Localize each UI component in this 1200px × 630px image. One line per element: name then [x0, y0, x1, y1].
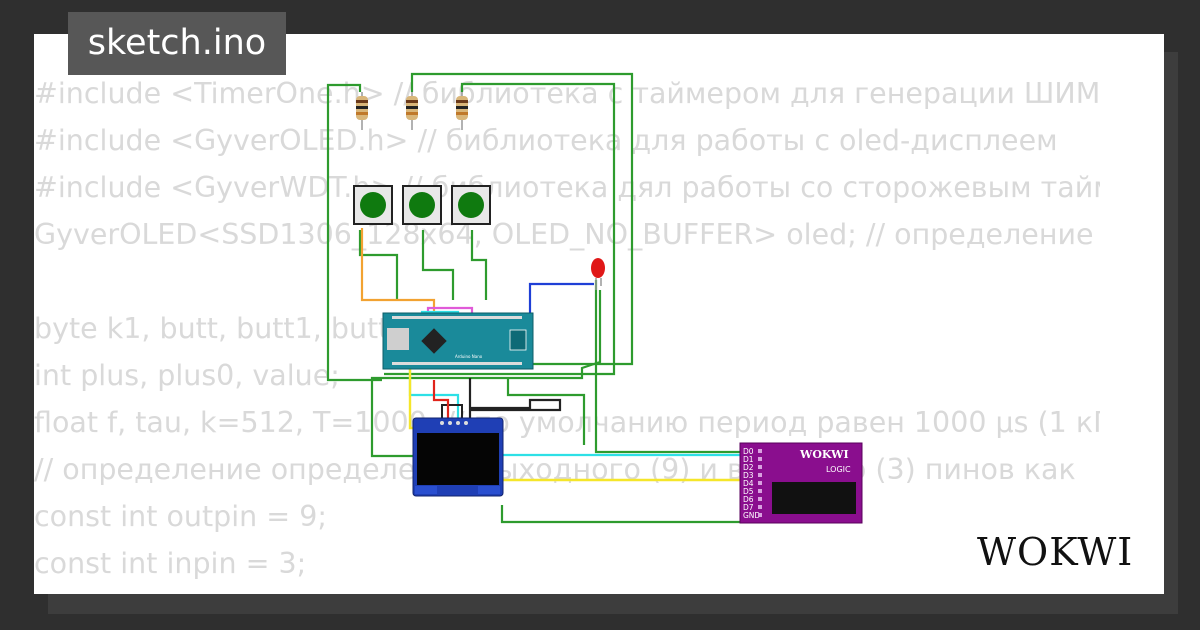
logic-analyzer[interactable]: WOKWI LOGIC D0 D1 D2 D3 D4 D5 D6 D7 GND: [739, 442, 863, 524]
resistor: [356, 92, 368, 130]
blue-wire: [490, 282, 594, 317]
resistor: [406, 92, 418, 130]
red-led: [591, 258, 605, 290]
black-wire: [468, 378, 562, 420]
arduino-label: Arduino Nano: [455, 354, 483, 359]
analyzer-pin: D5: [743, 487, 754, 496]
code-line: int plus, plus0, value;: [34, 359, 340, 392]
wokwi-logo-text: WOKWI: [977, 530, 1133, 574]
resistor: [456, 92, 468, 130]
analyzer-pin: D1: [743, 455, 754, 464]
code-line: #include <TimerOne.h> // библиотека с та…: [34, 77, 1100, 110]
analyzer-label: LOGIC: [826, 465, 851, 474]
pushbutton[interactable]: [402, 185, 442, 225]
analyzer-pin: D7: [743, 503, 754, 512]
analyzer-pin: D3: [743, 471, 754, 480]
code-line: const int outpin = 9;: [34, 500, 327, 533]
black-wire-2: [441, 404, 463, 420]
green-wires: [326, 72, 742, 524]
code-line: GyverOLED<SSD1306_128x64, OLED_NO_BUFFER…: [34, 218, 1094, 251]
code-line: byte k1, butt, butt1, butt2;: [34, 312, 418, 345]
analyzer-pin: D0: [743, 447, 754, 456]
pushbutton[interactable]: [353, 185, 393, 225]
oled-display[interactable]: [412, 417, 504, 497]
red-wire: [432, 380, 450, 420]
code-line: #include <GyverOLED.h> // библиотека для…: [34, 124, 1058, 157]
wokwi-logo: WOKWI: [977, 530, 1133, 574]
pushbutton[interactable]: [451, 185, 491, 225]
sketch-filename-tab[interactable]: sketch.ino: [68, 12, 286, 75]
code-line: float f, tau, k=512, T=1000; // по умолч…: [34, 406, 1100, 439]
code-line: const int inpin = 3;: [34, 547, 307, 580]
analyzer-pin: D2: [743, 463, 754, 472]
analyzer-pin: D6: [743, 495, 754, 504]
analyzer-brand: WOKWI: [799, 448, 849, 461]
analyzer-pin: D4: [743, 479, 754, 488]
arduino-nano[interactable]: Arduino Nano: [382, 312, 534, 370]
analyzer-pin: GND: [743, 511, 760, 520]
